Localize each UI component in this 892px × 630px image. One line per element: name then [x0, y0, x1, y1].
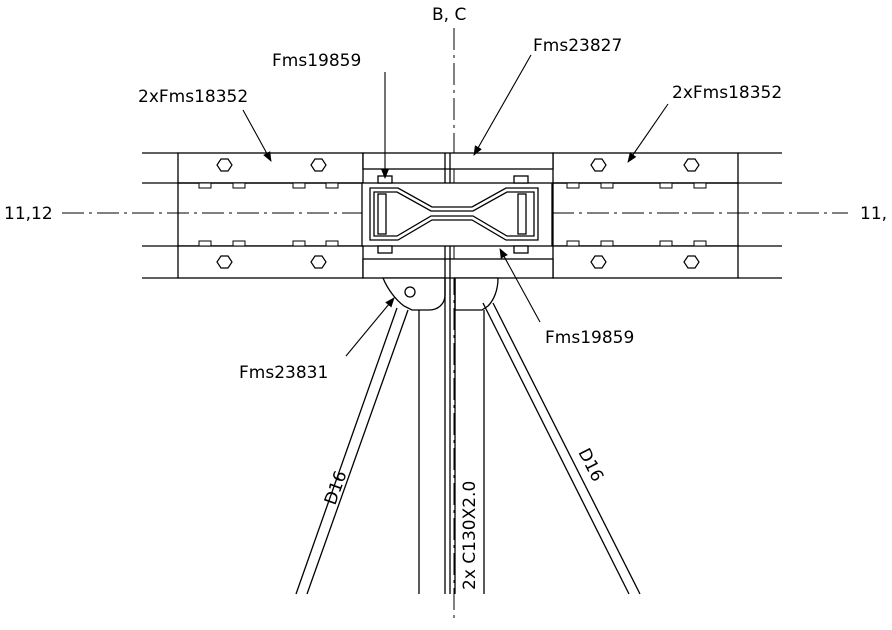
horizontal-axis-label-left: 11,12 — [4, 204, 53, 224]
gusset-plate-fms23831 — [382, 277, 499, 311]
center-caps — [362, 152, 554, 279]
callout-fms23827: Fms23827 — [533, 36, 622, 56]
flange-bolts — [198, 182, 707, 247]
diagonal-braces — [295, 302, 641, 595]
right-splice-plates — [552, 152, 739, 279]
leader-right-beams — [627, 103, 669, 163]
callout-right-beams: 2xFms18352 — [672, 83, 782, 103]
central-bracket-fms19859 — [361, 175, 553, 254]
callout-fms19859-bottom: Fms19859 — [545, 328, 634, 348]
beam-lines — [142, 152, 782, 279]
leader-fms19859-bottom — [499, 248, 541, 323]
leader-lines — [242, 54, 669, 357]
horizontal-axis-label-right: 11, — [860, 204, 887, 224]
leader-fms23827 — [473, 54, 532, 156]
hex-bolts — [216, 158, 700, 269]
left-splice-plates — [177, 152, 364, 279]
vertical-axis-label: B, C — [432, 5, 466, 25]
column-label: 2x C130X2.0 — [460, 481, 480, 590]
callout-left-beams: 2xFms18352 — [138, 87, 248, 107]
callout-fms23831: Fms23831 — [239, 363, 328, 383]
leader-left-beams — [242, 109, 272, 162]
brace-right-label: D16 — [574, 445, 608, 485]
leader-fms23831 — [345, 297, 395, 357]
callout-fms19859-top: Fms19859 — [272, 51, 361, 71]
column-members — [418, 278, 485, 594]
brace-left-label: D16 — [321, 468, 352, 507]
